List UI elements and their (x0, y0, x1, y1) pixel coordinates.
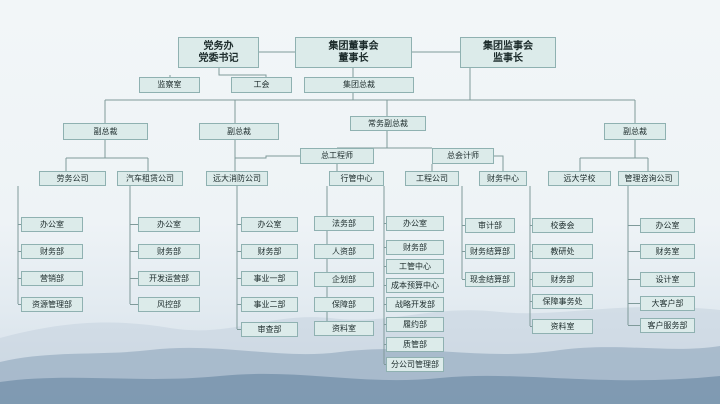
supervisors-box: 集团监事会 监事长 (460, 37, 556, 68)
dept-box: 资料室 (314, 321, 374, 336)
dept-box: 财务结算部 (465, 244, 515, 259)
dept-box: 履约部 (386, 317, 444, 332)
dept-box: 战略开发部 (386, 297, 444, 312)
chief-supervisor-label: 监事长 (493, 52, 523, 64)
dept-box: 分公司管理部 (386, 357, 444, 372)
supervisors-label: 集团监事会 (483, 41, 533, 52)
board-box: 集团董事会 董事长 (295, 37, 412, 68)
dept-box: 财务部 (386, 240, 444, 255)
president-box: 集团总裁 (304, 77, 414, 93)
dept-box: 工管中心 (386, 259, 444, 274)
dept-box: 设计室 (640, 272, 695, 287)
exec-vp-box: 常务副总裁 (350, 116, 426, 131)
dept-box: 教研处 (532, 244, 593, 259)
party-secretary-label: 党委书记 (198, 52, 239, 64)
dept-box: 人资部 (314, 244, 374, 259)
dept-box: 大客户部 (640, 296, 695, 311)
supervision-office-box: 监察室 (139, 77, 200, 93)
dept-box: 办公室 (138, 217, 200, 232)
dept-box: 财务部 (241, 244, 298, 259)
party-office-label: 党务办 (203, 41, 234, 52)
fire-company-box: 远大消防公司 (206, 171, 268, 186)
dept-box: 保障事务处 (532, 294, 593, 309)
dept-box: 审计部 (465, 218, 515, 233)
university-box: 远大学校 (548, 171, 611, 186)
labor-company-box: 劳务公司 (39, 171, 106, 186)
chairman-label: 董事长 (338, 52, 369, 64)
dept-box: 事业一部 (241, 271, 298, 286)
dept-box: 财务室 (640, 244, 695, 259)
dept-box: 资源管理部 (21, 297, 83, 312)
dept-box: 财务部 (21, 244, 83, 259)
dept-box: 办公室 (640, 218, 695, 233)
dept-box: 审查部 (241, 322, 298, 337)
dept-box: 客户服务部 (640, 318, 695, 333)
union-box: 工会 (231, 77, 292, 93)
dept-box: 校委会 (532, 218, 593, 233)
dept-box: 办公室 (21, 217, 83, 232)
board-label: 集团董事会 (328, 41, 379, 52)
car-rental-company-box: 汽车租赁公司 (117, 171, 183, 186)
admin-center-box: 行管中心 (329, 171, 384, 186)
finance-center-box: 财务中心 (479, 171, 527, 186)
dept-box: 财务部 (532, 272, 593, 287)
dept-box: 开发运营部 (138, 271, 200, 286)
dept-box: 保障部 (314, 297, 374, 312)
chief-accountant-box: 总会计师 (432, 148, 494, 164)
dept-box: 事业二部 (241, 297, 298, 312)
dept-box: 质管部 (386, 337, 444, 352)
dept-box: 企划部 (314, 272, 374, 287)
dept-box: 风控部 (138, 297, 200, 312)
vp-box-1: 副总裁 (63, 123, 148, 140)
vp-box-3: 副总裁 (604, 123, 666, 140)
dept-box: 办公室 (386, 216, 444, 231)
dept-box: 法务部 (314, 216, 374, 231)
chief-engineer-box: 总工程师 (300, 148, 374, 164)
engineering-company-box: 工程公司 (405, 171, 459, 186)
dept-box: 财务部 (138, 244, 200, 259)
dept-box: 资料室 (532, 319, 593, 334)
dept-box: 营销部 (21, 271, 83, 286)
dept-box: 办公室 (241, 217, 298, 232)
dept-box: 成本预算中心 (386, 278, 444, 293)
consulting-company-box: 管理咨询公司 (618, 171, 679, 186)
dept-box: 现金结算部 (465, 272, 515, 287)
vp-box-2: 副总裁 (199, 123, 279, 140)
party-office-box: 党务办 党委书记 (178, 37, 259, 68)
